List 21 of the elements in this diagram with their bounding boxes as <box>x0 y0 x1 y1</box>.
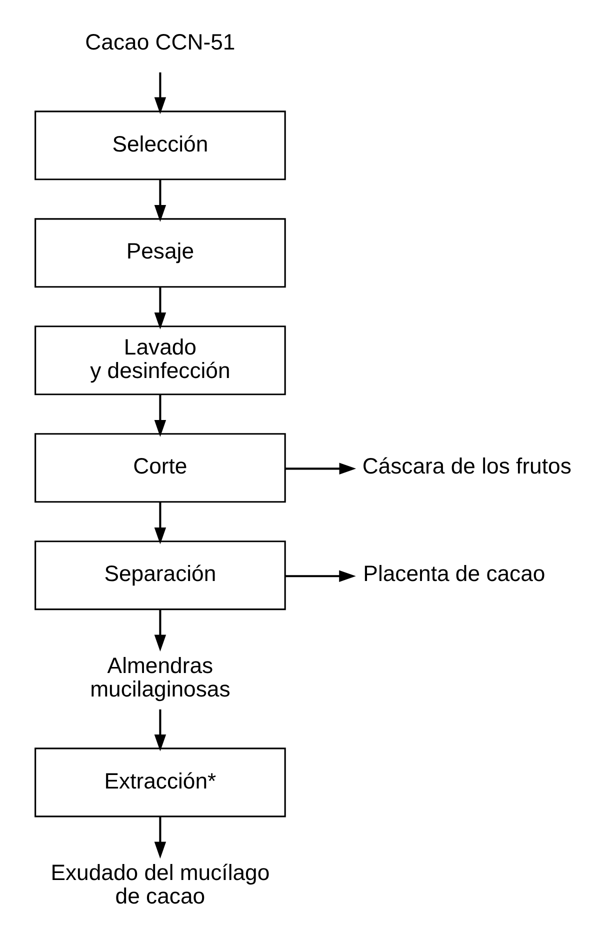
arrow <box>154 816 166 859</box>
arrow <box>154 394 166 437</box>
arrow <box>154 610 166 652</box>
node-text: Cáscara de los frutos <box>362 454 571 479</box>
node-text: Cacao CCN-51 <box>84 29 235 54</box>
arrow <box>154 179 166 222</box>
node-text: Exudado del mucílago de cacao <box>50 860 270 909</box>
node-box: Pesaje <box>34 218 286 288</box>
arrow <box>284 570 356 582</box>
node-text: Almendras mucilaginosas <box>90 652 230 702</box>
node-text: Placenta de cacao <box>362 561 545 586</box>
node-box: Extracción* <box>34 748 286 818</box>
arrow <box>154 502 166 544</box>
arrow <box>154 709 166 752</box>
arrow <box>284 462 356 475</box>
node-box: Selección <box>34 110 286 180</box>
node-box: Lavado y desinfección <box>34 326 286 396</box>
node-box: Corte <box>34 433 286 503</box>
node-box: Separación <box>34 540 286 610</box>
arrow <box>154 286 166 330</box>
arrow <box>154 72 166 114</box>
